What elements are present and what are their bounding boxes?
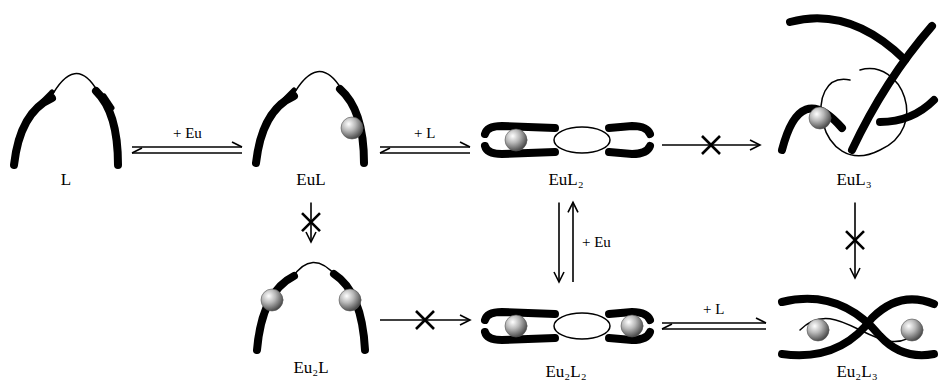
species-label: Eu₂L — [250, 358, 372, 378]
ligand-figure — [14, 74, 118, 165]
eu2-ligand3-figure — [782, 299, 934, 355]
blocked-cross — [416, 311, 434, 329]
eu2-ligand2-figure — [485, 312, 650, 340]
reaction-arrow — [846, 202, 864, 278]
species-node: Eu₂L₂ — [478, 290, 654, 386]
eu2-ligand-figure — [257, 262, 365, 350]
eu-ligand2-figure — [485, 126, 650, 154]
arrow-shaft — [132, 152, 242, 154]
species-node: Eu₂L — [250, 250, 372, 382]
species-node: EuL₃ — [768, 2, 940, 194]
arrow-head — [750, 140, 760, 150]
reaction-arrow — [132, 142, 242, 153]
arrow-shaft — [662, 328, 766, 330]
species-label: Eu₂L₂ — [478, 362, 654, 382]
arrow-shaft — [558, 202, 560, 282]
arrow-head — [568, 202, 578, 212]
species-label: EuL — [250, 170, 372, 190]
species-label: Eu₂L₃ — [774, 362, 940, 382]
arrow-head — [132, 148, 142, 153]
arrow-head — [306, 232, 316, 242]
arrow-shaft — [662, 322, 766, 324]
blocked-cross — [846, 231, 864, 249]
species-label: EuL₃ — [768, 170, 940, 190]
arrow-head — [756, 318, 766, 323]
species-label: L — [8, 170, 124, 190]
arrow-shaft — [380, 152, 470, 154]
species-node: EuL₂ — [478, 112, 654, 194]
arrow-shaft — [380, 146, 470, 148]
species-node: EuL — [250, 66, 372, 194]
arrow-head — [380, 148, 390, 153]
blocked-cross — [702, 136, 720, 154]
species-node: Eu₂L₃ — [774, 286, 940, 386]
reagent-label: + Eu — [171, 124, 204, 142]
eu-ligand3-figure — [782, 18, 934, 155]
arrow-shaft — [132, 146, 242, 148]
reagent-label: + Eu — [580, 233, 613, 251]
arrow-head — [460, 315, 470, 325]
reaction-arrow — [380, 311, 470, 329]
blocked-cross — [302, 213, 320, 231]
reaction-arrow — [662, 318, 766, 329]
arrow-head — [554, 272, 564, 282]
reaction-arrow — [662, 136, 760, 154]
arrow-shaft — [572, 202, 574, 282]
reagent-label: + L — [701, 300, 726, 318]
reagent-label: + L — [412, 124, 437, 142]
reaction-arrow — [554, 202, 578, 282]
arrow-head — [232, 142, 242, 147]
arrow-head — [460, 142, 470, 147]
species-label: EuL₂ — [478, 170, 654, 190]
species-node: L — [8, 70, 124, 194]
reaction-arrow — [380, 142, 470, 153]
arrow-head — [850, 268, 860, 278]
reaction-arrow — [302, 202, 320, 242]
arrow-head — [662, 324, 672, 329]
eu-ligand-figure — [256, 72, 364, 163]
